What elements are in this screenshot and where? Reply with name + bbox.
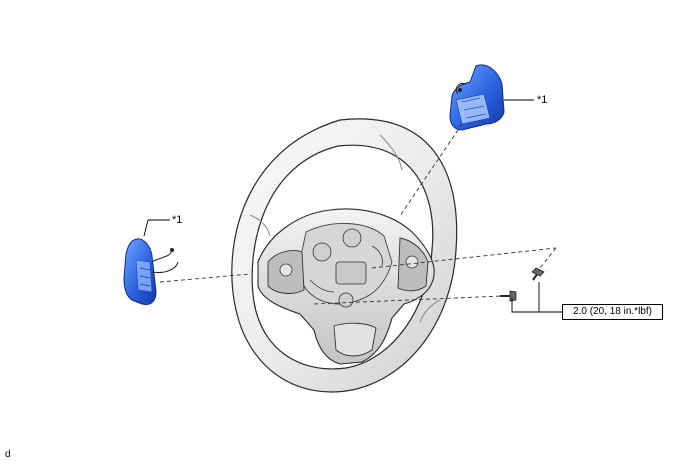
assembly-guide-lines: [159, 123, 557, 305]
torque-spec-text: 2.0 (20, 18 in.*lbf): [573, 306, 652, 317]
steering-wheel-rim: [231, 118, 458, 393]
paddle-switch-left: [123, 238, 179, 305]
torque-spec-box: 2.0 (20, 18 in.*lbf): [562, 304, 663, 320]
screw-lower: [500, 290, 517, 302]
steering-wheel: [231, 118, 458, 393]
figure-code: d: [5, 449, 11, 460]
callout-leaders: [143, 99, 562, 313]
callout-label-left-paddle: *1: [172, 214, 183, 226]
paddle-switch-right: [449, 64, 505, 131]
screw-right: [531, 267, 545, 281]
callout-label-right-paddle: *1: [537, 94, 548, 106]
